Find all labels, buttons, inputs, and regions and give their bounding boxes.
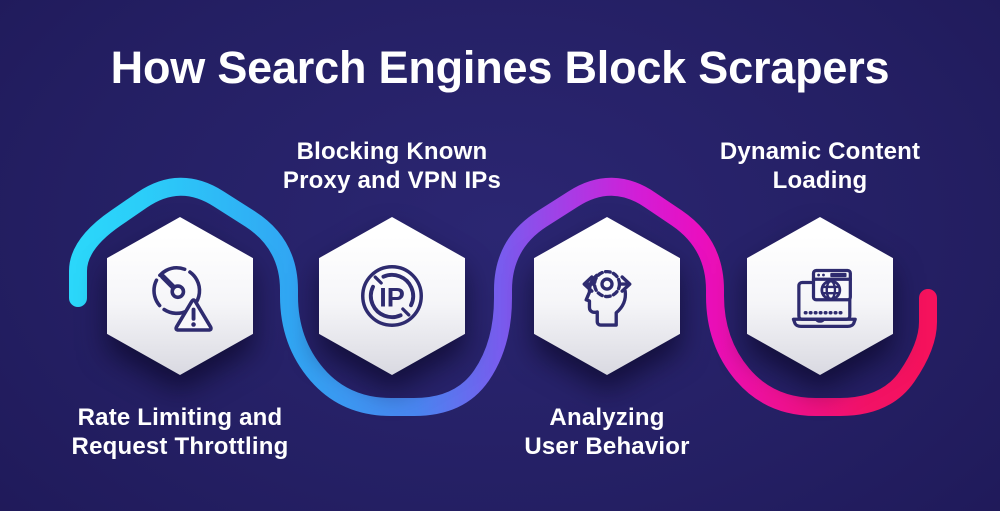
label-line: Blocking Known: [296, 138, 488, 165]
page-title: How Search Engines Block Scrapers: [110, 42, 890, 93]
hexagon-card: [534, 217, 680, 375]
ip-icon-text: IP: [379, 281, 405, 312]
hexagon-card: [747, 217, 893, 375]
step-label-rate-limiting: Rate Limiting and Request Throttling: [20, 403, 340, 461]
step-label-dynamic-content: Dynamic Content Loading: [660, 137, 980, 195]
blocked-ip-icon: IP: [361, 265, 423, 327]
label-line: Analyzing: [549, 404, 665, 431]
label-line: Rate Limiting and: [77, 404, 283, 431]
gradient-wave-path: [69, 177, 937, 416]
hexagon-card: [107, 217, 253, 375]
speedometer-warning-icon: [152, 266, 213, 332]
label-line: Proxy and VPN IPs: [282, 167, 502, 194]
step-hexagon-dynamic-content: [747, 217, 893, 375]
head-gear-icon: [582, 269, 632, 327]
step-hexagon-user-behavior: [534, 217, 680, 375]
step-label-proxy-vpn: Blocking Known Proxy and VPN IPs: [232, 137, 552, 195]
label-line: User Behavior: [524, 433, 690, 460]
laptop-globe-icon: [791, 268, 857, 328]
step-label-user-behavior: Analyzing User Behavior: [447, 403, 767, 461]
label-line: Request Throttling: [71, 433, 289, 460]
hexagon-card: IP: [319, 217, 465, 375]
step-hexagon-rate-limiting: [107, 217, 253, 375]
label-line: Dynamic Content: [719, 138, 921, 165]
label-line: Loading: [772, 167, 868, 194]
step-hexagon-proxy-vpn: IP: [319, 217, 465, 375]
